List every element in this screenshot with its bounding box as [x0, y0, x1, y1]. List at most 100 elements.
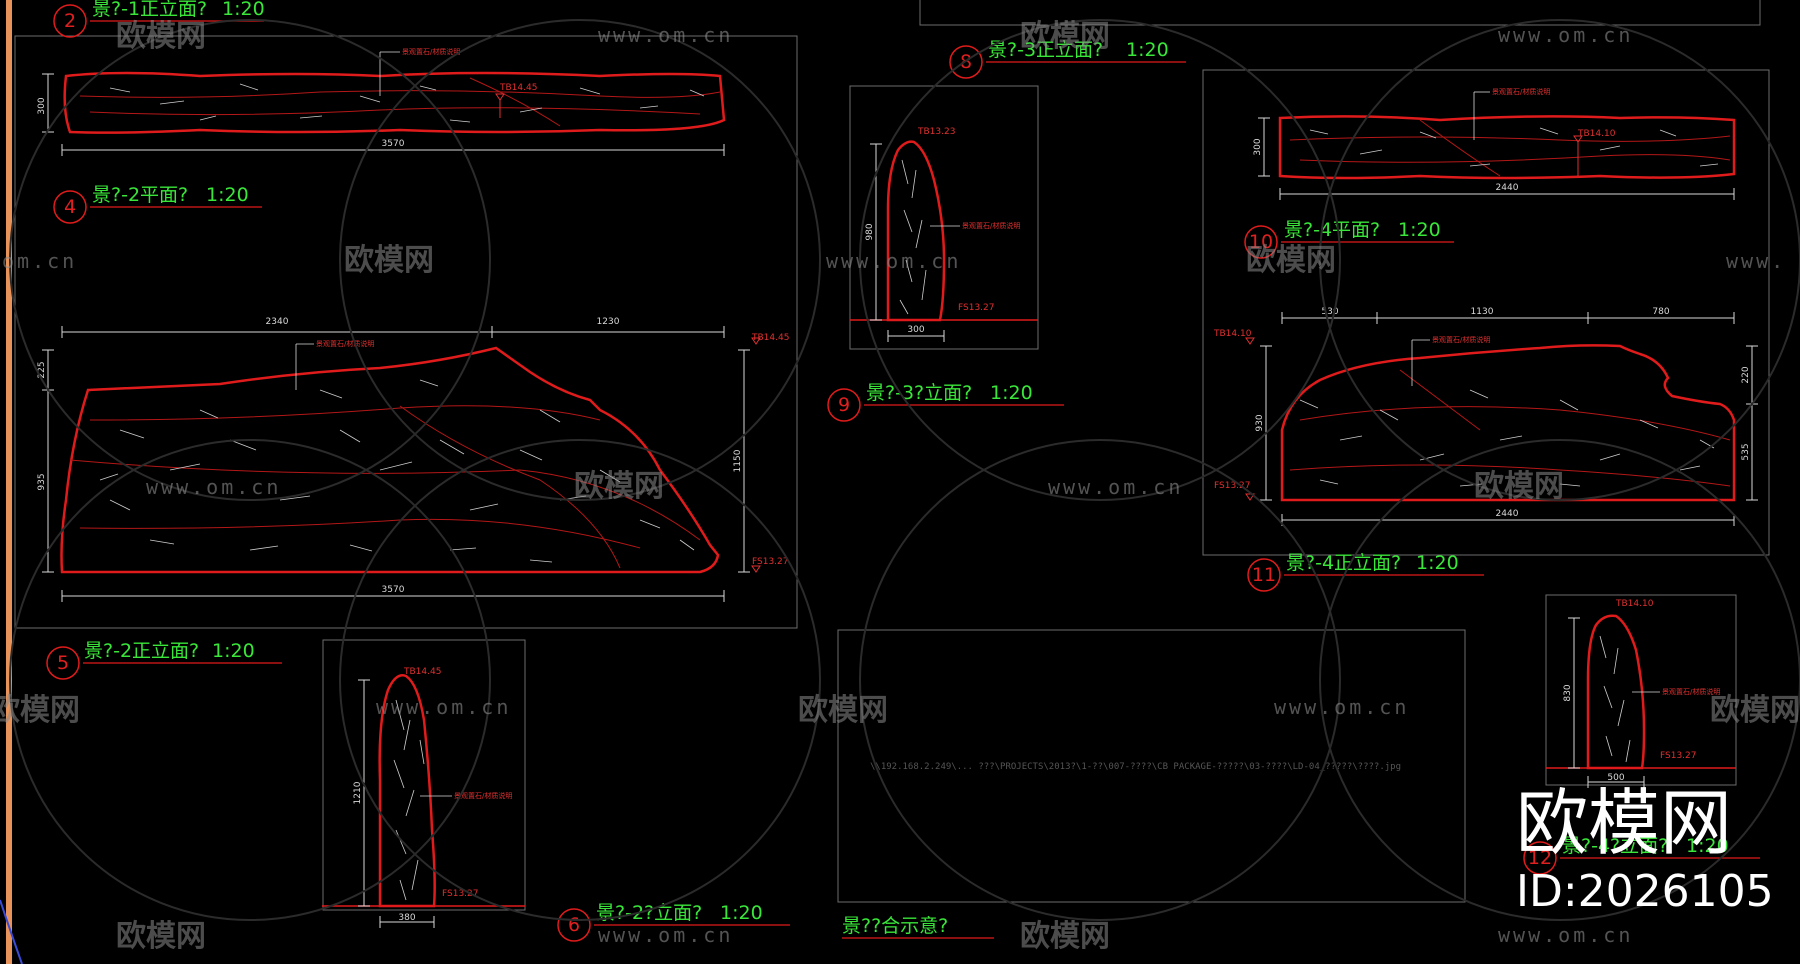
dim-seg1-11: 530 — [1321, 307, 1338, 317]
watermark-logo: 欧模网 — [0, 693, 80, 728]
watermark-logo: 欧模网 — [574, 469, 664, 504]
dim-width-2: 3570 — [382, 139, 405, 149]
stone-outline-6 — [378, 674, 436, 908]
left-accent-bar — [6, 0, 12, 964]
dim-seg2-11: 1130 — [1471, 307, 1494, 317]
frame-elevation-6 — [322, 639, 526, 911]
drawing-10: 2440 300 景观置石/材质说明 TB14.10 — [1253, 87, 1736, 200]
dim-right1-11: 220 — [1741, 366, 1751, 383]
watermark-url: www.om.cn — [598, 23, 733, 47]
dim-width-10: 2440 — [1496, 183, 1519, 193]
watermark-url: www.om.cn — [376, 695, 511, 719]
drawing-title-9: 景?-3?立面? — [866, 382, 972, 404]
drawing-title-11: 景?-4正立面? — [1286, 552, 1401, 574]
frame-top-partial — [919, 0, 1761, 26]
frame-elevation-1 — [14, 35, 798, 629]
dim-height-2: 300 — [37, 97, 47, 114]
bottom-level-11: FS13.27 — [1214, 481, 1251, 491]
stone-outline-8 — [886, 140, 946, 322]
bottom-level-8: FS13.27 — [958, 303, 995, 313]
watermark-logo: 欧模网 — [1246, 243, 1336, 278]
brand-logo-text: 欧模网 — [1516, 781, 1732, 865]
stone-outline-11 — [1280, 344, 1736, 502]
drawing-6: 1210 380 景观置石/材质说明 TB14.45 FS13.27 — [322, 667, 525, 928]
dim-right2-11: 535 — [1741, 443, 1751, 460]
watermark-logo: 欧模网 — [344, 243, 434, 278]
drawing-number-12: 12 — [1528, 847, 1552, 869]
drawing-title-8: 景?-3正立面? — [988, 39, 1103, 61]
watermark-url: www.om.cn — [1498, 923, 1633, 947]
watermark-layer: 欧模网 欧模网 欧模网 欧模网 欧模网 欧模网 欧模网 欧模网 欧模网 欧模网 … — [0, 19, 1800, 954]
watermark-logo: 欧模网 — [116, 919, 206, 954]
dim-width-8: 300 — [907, 325, 924, 335]
watermark-arcs — [9, 19, 1800, 921]
drawing-title-5: 景?-2正立面? — [84, 640, 199, 662]
drawing-title-10: 景?-4平面? — [1284, 219, 1380, 241]
watermark-url: www.om.cn — [146, 475, 281, 499]
watermark-url: www.om.cn — [1274, 695, 1409, 719]
watermark-logo: 欧模网 — [1710, 693, 1800, 728]
watermark-url: www.om.cn — [826, 249, 961, 273]
dim-seg2-4: 1230 — [597, 317, 620, 327]
note-2: 景观置石/材质说明 — [402, 47, 460, 56]
drawing-number-2: 2 — [64, 10, 76, 32]
note-6: 景观置石/材质说明 — [454, 791, 512, 800]
watermark-logo: 欧模网 — [798, 693, 888, 728]
drawing-scale-11: 1:20 — [1416, 552, 1459, 574]
dim-seg3-11: 780 — [1652, 307, 1669, 317]
note-10: 景观置石/材质说明 — [1492, 87, 1550, 96]
drawing-titles — [46, 4, 1557, 942]
reference-path: \\192.168.2.249\... ???\PROJECTS\2013?\1… — [870, 762, 1401, 772]
drawing-scale-6: 1:20 — [720, 902, 763, 924]
drawing-title-2: 景?-1正立面? — [92, 0, 207, 20]
drawing-12: 830 500 景观置石/材质说明 TB14.10 FS13.27 — [1546, 599, 1736, 788]
reference-title: 景??合示意? — [842, 915, 948, 937]
watermark-url: www.om.cn — [1498, 23, 1633, 47]
bottom-level-12: FS13.27 — [1660, 751, 1697, 761]
stone-outline-2 — [63, 71, 726, 134]
dim-left-11: 930 — [1255, 414, 1265, 431]
drawing-number-4: 4 — [64, 196, 76, 218]
drawing-title-4: 景?-2平面? — [92, 184, 188, 206]
watermark-logo: 欧模网 — [116, 19, 206, 54]
drawing-scale-5: 1:20 — [212, 640, 255, 662]
drawing-11: 530 1130 780 2440 220 535 930 景观置石/材质说明 … — [1213, 307, 1758, 526]
watermark-url: om.cn — [2, 249, 77, 273]
drawing-title-6: 景?-2?立面? — [596, 902, 702, 924]
watermark-logo: 欧模网 — [1020, 919, 1110, 954]
drawing-title-12: 景?-4?立面? — [1562, 835, 1668, 857]
frame-elevation-8 — [849, 85, 1039, 350]
dim-height-12: 830 — [1563, 684, 1573, 701]
dim-width-12: 500 — [1607, 773, 1624, 783]
dim-left2-4: 935 — [37, 473, 47, 490]
drawing-number-11: 11 — [1252, 564, 1276, 586]
top-level-12: TB14.10 — [1615, 599, 1654, 609]
drawing-scale-4: 1:20 — [206, 184, 249, 206]
drawing-scale-10: 1:20 — [1398, 219, 1441, 241]
watermark-url: www. — [1726, 249, 1786, 273]
bottom-level-6: FS13.27 — [442, 889, 479, 899]
level-2: TB14.45 — [499, 83, 537, 93]
top-level-4: TB14.45 — [751, 333, 789, 343]
drawing-scale-9: 1:20 — [990, 382, 1033, 404]
note-8: 景观置石/材质说明 — [962, 221, 1020, 230]
dim-height-10: 300 — [1253, 138, 1263, 155]
stone-outline-12 — [1586, 614, 1646, 770]
level-10: TB14.10 — [1577, 129, 1616, 139]
dim-total-11: 2440 — [1496, 509, 1519, 519]
dim-total-4: 3570 — [382, 585, 405, 595]
frame-elevation-12 — [1545, 594, 1737, 786]
drawing-scale-8: 1:20 — [1126, 39, 1169, 61]
bottom-level-4: FS13.27 — [752, 557, 789, 567]
top-level-8: TB13.23 — [917, 127, 955, 137]
drawing-8: 980 300 景观置石/材质说明 TB13.23 FS13.27 — [850, 127, 1038, 342]
watermark-url: www.om.cn — [1048, 475, 1183, 499]
stone-outline-10 — [1278, 115, 1736, 180]
drawing-number-9: 9 — [838, 394, 850, 416]
dim-height-8: 980 — [865, 223, 875, 240]
watermark-url: www.om.cn — [598, 923, 733, 947]
stone-outline-4 — [60, 346, 720, 574]
watermark-logo: 欧模网 — [1020, 19, 1110, 54]
drawing-2: 3570 300 景观置石/材质说明 TB14.45 — [37, 47, 726, 156]
